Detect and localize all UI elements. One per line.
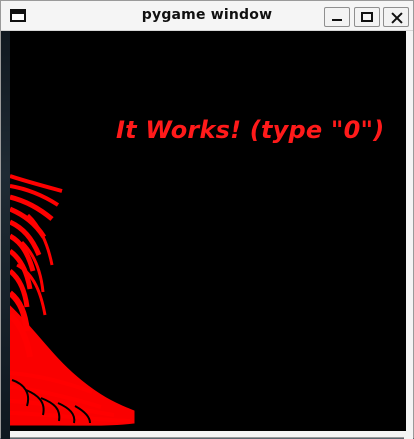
window-bottom-edge <box>10 429 406 437</box>
status-message: It Works! (type "0") <box>116 116 385 144</box>
window-right-edge <box>404 31 413 439</box>
window-titlebar[interactable]: pygame window <box>1 1 413 31</box>
window-left-edge <box>1 31 10 439</box>
minimize-button[interactable] <box>324 7 350 27</box>
pygame-canvas[interactable]: It Works! (type "0") <box>10 31 406 431</box>
maximize-icon <box>361 12 373 22</box>
close-button[interactable] <box>383 7 409 27</box>
maximize-button[interactable] <box>354 7 380 27</box>
red-spiral-artwork <box>10 174 135 426</box>
close-icon <box>391 12 403 24</box>
minimize-icon <box>332 19 342 21</box>
window-title: pygame window <box>141 7 273 23</box>
window-app-icon <box>10 9 26 22</box>
